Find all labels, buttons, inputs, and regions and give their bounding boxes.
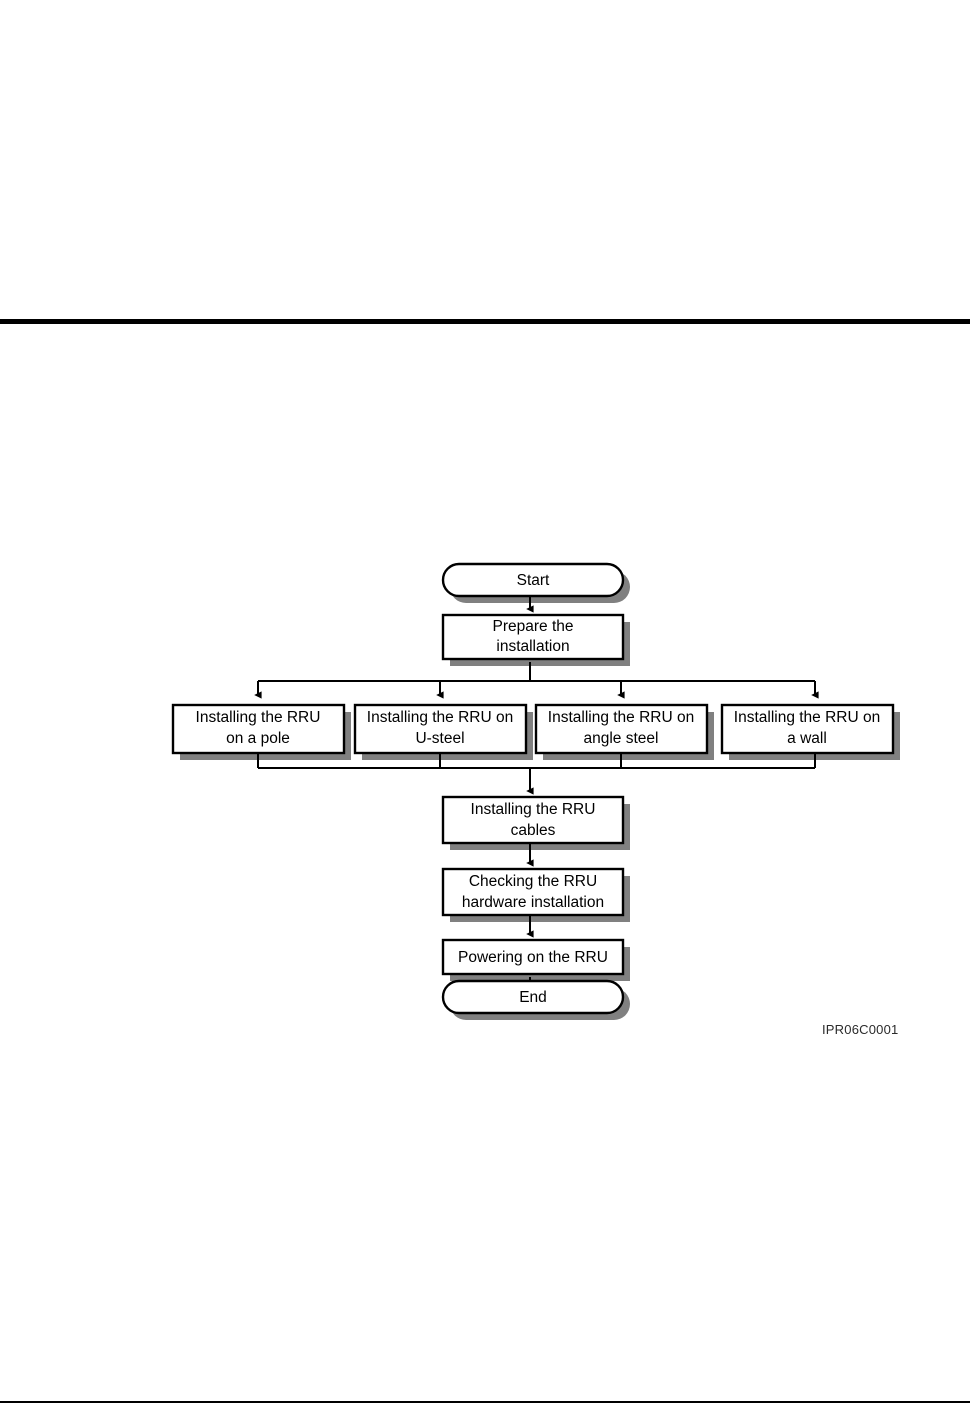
prepare-label-line1: Prepare the [493, 618, 574, 635]
pole-label-line2: on a pole [226, 730, 290, 747]
end-label: End [519, 989, 547, 1006]
pole-label-line1: Installing the RRU [196, 709, 321, 726]
wall-process-shape [720, 703, 895, 755]
angle-steel-label-line1: Installing the RRU on [548, 709, 694, 726]
flow-node-cables[interactable]: Installing the RRU cables [441, 795, 625, 845]
flow-node-prepare[interactable]: Prepare the installation [441, 613, 625, 661]
prepare-process-shape [441, 613, 625, 661]
angle-steel-label-line2: angle steel [584, 730, 659, 747]
flow-node-checking[interactable]: Checking the RRU hardware installation [441, 867, 625, 917]
flow-node-wall[interactable]: Installing the RRU on a wall [720, 703, 895, 755]
pole-process-shape [171, 703, 346, 755]
usteel-label-line2: U-steel [415, 730, 464, 747]
flow-node-start[interactable]: Start [441, 562, 625, 598]
start-terminator-shape [441, 562, 625, 598]
header-rule [0, 319, 970, 324]
checking-process-shape [441, 867, 625, 917]
cables-label-line2: cables [511, 822, 556, 839]
wall-label-line2: a wall [787, 730, 827, 747]
cables-process-shape [441, 795, 625, 845]
connector-lines [254, 594, 819, 999]
usteel-label-line1: Installing the RRU on [367, 709, 513, 726]
flowchart-figure: Start Prepare the installation Installin… [0, 540, 970, 1070]
powering-process-shape [441, 938, 625, 976]
flow-node-end[interactable]: End [441, 979, 625, 1015]
checking-label-line1: Checking the RRU [469, 873, 597, 890]
flow-node-pole[interactable]: Installing the RRU on a pole [171, 703, 346, 755]
start-label: Start [517, 572, 550, 589]
wall-label-line1: Installing the RRU on [734, 709, 880, 726]
flow-node-usteel[interactable]: Installing the RRU on U-steel [353, 703, 528, 755]
flow-node-angle-steel[interactable]: Installing the RRU on angle steel [534, 703, 709, 755]
figure-id-label: IPR06C0001 [822, 1022, 899, 1037]
angle-steel-process-shape [534, 703, 709, 755]
flow-node-powering[interactable]: Powering on the RRU [441, 938, 625, 976]
end-terminator-shape [441, 979, 625, 1015]
powering-label: Powering on the RRU [458, 949, 608, 966]
usteel-process-shape [353, 703, 528, 755]
cables-label-line1: Installing the RRU [471, 801, 596, 818]
footer-rule [0, 1401, 970, 1403]
prepare-label-line2: installation [496, 638, 569, 655]
checking-label-line2: hardware installation [462, 894, 604, 911]
